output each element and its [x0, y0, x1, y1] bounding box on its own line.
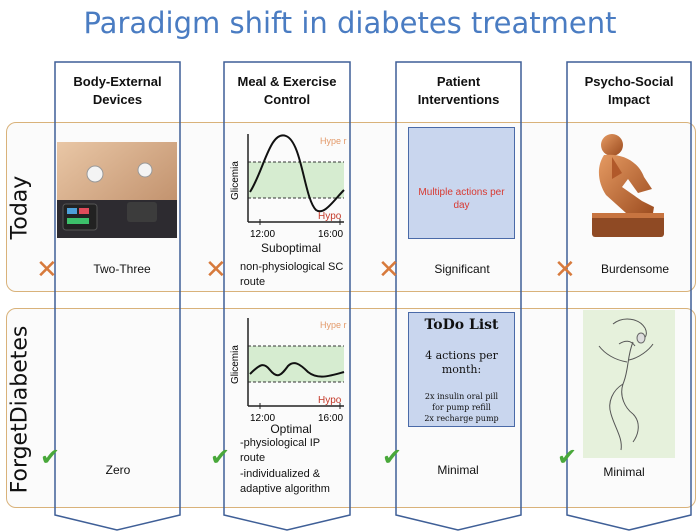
time-label-2: 16:00 — [318, 413, 343, 424]
page-title: Paradigm shift in diabetes treatment — [83, 6, 617, 40]
todo-main: 4 actions per month: — [425, 349, 498, 376]
checkmark-icon: ✔ — [382, 444, 403, 471]
checkmark-icon: ✔ — [210, 444, 231, 471]
header-psycho: Psycho-Social Impact — [584, 74, 674, 107]
cross-icon: ✕ — [205, 254, 227, 284]
checkmark-icon: ✔ — [557, 444, 578, 471]
future-devices-value: Zero — [105, 463, 131, 477]
time-label-1: 12:00 — [250, 229, 275, 240]
hyper-label: Hype r — [320, 320, 347, 330]
todo-item: 2x recharge pump — [424, 414, 499, 423]
patient-actions-box: Multiple actions per day — [408, 127, 515, 239]
future-patient-value: Minimal — [437, 463, 479, 477]
column-outline-devices — [54, 61, 181, 531]
hyper-label: Hype r — [320, 136, 347, 146]
cross-icon: ✕ — [36, 254, 58, 284]
checkmark-icon: ✔ — [40, 444, 61, 471]
hypo-label: Hypo — [318, 395, 342, 406]
todo-item: 2x insulin oral pill — [424, 392, 499, 401]
today-meal-note: non-physiological SC route — [240, 261, 344, 288]
today-patient-value: Significant — [434, 262, 490, 276]
today-psycho-value: Burdensome — [600, 262, 670, 276]
dancer-sketch-image — [583, 310, 675, 458]
todo-title: ToDo List — [424, 317, 499, 333]
header-meal: Meal & Exercise Control — [237, 74, 337, 107]
today-devices-value: Two-Three — [93, 262, 151, 276]
column-outline-psycho — [566, 61, 692, 531]
future-meal-caption: Optimal — [270, 422, 312, 436]
chart-ylabel: Glicemia — [230, 161, 241, 200]
thinker-statue-image — [592, 134, 664, 237]
patient-actions-text: Multiple actions per day — [418, 187, 505, 211]
todo-item: for pump refill — [432, 403, 491, 412]
cross-icon: ✕ — [378, 254, 400, 284]
chart-ylabel: Glicemia — [230, 345, 241, 384]
column-outline-meal — [223, 61, 351, 531]
forgetdiabetes-band — [6, 308, 696, 508]
time-label-1: 12:00 — [250, 413, 275, 424]
devices-photo — [57, 142, 177, 238]
header-devices: Body-External Devices — [73, 74, 162, 107]
time-label-2: 16:00 — [318, 229, 343, 240]
header-patient: Patient Interventions — [417, 74, 500, 107]
hypo-label: Hypo — [318, 211, 342, 222]
optimal-glycemia-chart: Glicemia Hype r Hypo 12:00 16:00 — [230, 318, 347, 424]
future-psycho-value: Minimal — [603, 465, 645, 479]
todo-list-box: ToDo List 4 actions per month: 2x insuli… — [408, 312, 515, 427]
cross-icon: ✕ — [554, 254, 576, 284]
today-glycemia-chart: Glicemia Hype r Hypo 12:00 16:00 — [230, 134, 347, 240]
today-meal-caption: Suboptimal — [260, 241, 322, 255]
future-meal-note-2: -individualized & adaptive algorithm — [240, 468, 330, 495]
column-outline-patient — [395, 61, 522, 531]
future-meal-note-1: -physiological IP route — [240, 437, 320, 464]
